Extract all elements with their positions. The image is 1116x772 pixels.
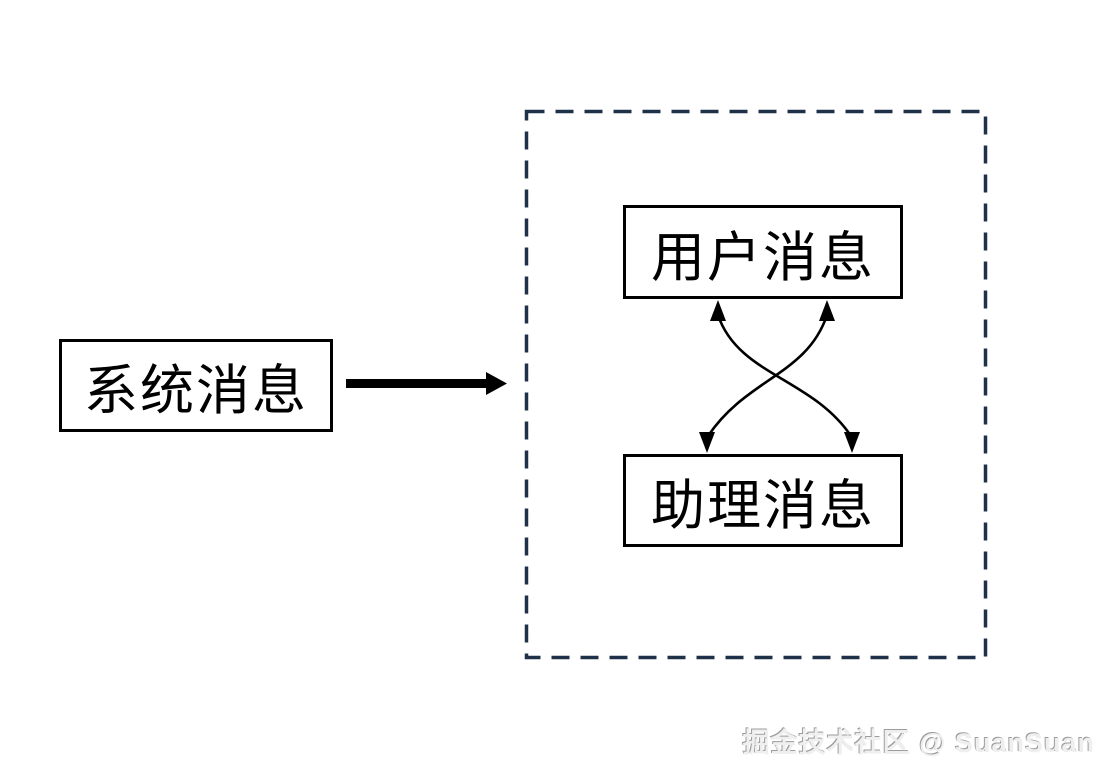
dashed-container-border bbox=[524, 109, 988, 660]
arrowhead-up-left bbox=[710, 300, 726, 321]
system-message-label: 系统消息 bbox=[84, 361, 308, 421]
arrowhead-down-left bbox=[699, 432, 715, 453]
watermark-text: 掘金技术社区 @ SuanSuan bbox=[742, 728, 1095, 758]
arrowheads-exchange bbox=[699, 300, 860, 453]
curve-topright-to-bottomleft bbox=[706, 314, 829, 437]
system-message-box: 系统消息 bbox=[59, 339, 333, 432]
curve-topleft-to-bottomright bbox=[716, 314, 853, 437]
arrow-system-to-container bbox=[346, 372, 507, 395]
arrowhead-up-right bbox=[819, 300, 835, 321]
assistant-message-label: 助理消息 bbox=[651, 476, 875, 536]
user-message-box: 用户消息 bbox=[623, 205, 903, 299]
arrow-user-assistant-exchange bbox=[706, 314, 853, 437]
assistant-message-box: 助理消息 bbox=[623, 454, 903, 547]
arrowhead-down-right bbox=[844, 432, 860, 453]
user-message-label: 用户消息 bbox=[651, 227, 875, 288]
